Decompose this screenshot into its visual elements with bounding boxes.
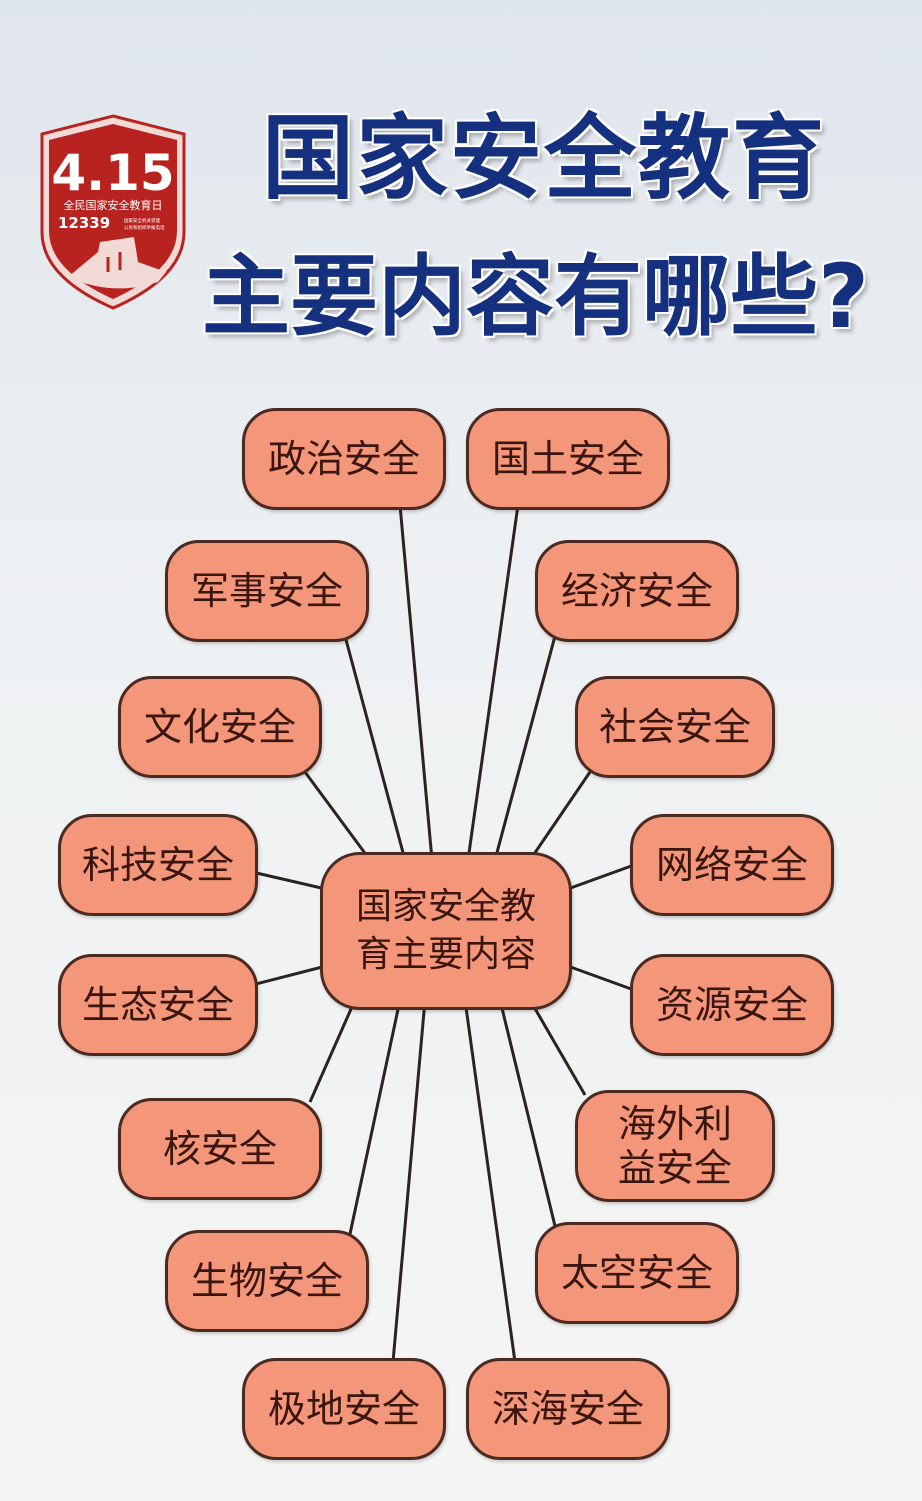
node-label: 太空安全 [560, 1251, 713, 1295]
svg-text:4.15: 4.15 [51, 144, 174, 202]
connector-line [251, 963, 331, 987]
topic-node: 太空安全 [535, 1222, 739, 1324]
connector-line [308, 999, 357, 1103]
node-label: 经济安全 [560, 569, 713, 613]
node-label: 资源安全 [655, 983, 808, 1027]
node-label: 生态安全 [81, 983, 234, 1027]
title-line-2: 主要内容有哪些? [202, 245, 870, 348]
node-label: 社会安全 [598, 705, 751, 749]
connector-line [466, 504, 520, 861]
connector-line [398, 504, 434, 861]
connector-line [463, 999, 517, 1363]
center-node: 国家安全教育主要内容 [320, 852, 572, 1010]
topic-node: 核安全 [118, 1098, 322, 1200]
connector-line [528, 999, 587, 1096]
connector-line [391, 999, 427, 1363]
connector-line [303, 771, 372, 861]
node-label: 海外利益安全 [617, 1102, 732, 1190]
node-label: 文化安全 [143, 705, 296, 749]
title-line-1: 国家安全教育 [262, 105, 827, 212]
connector-line [528, 771, 592, 861]
topic-node: 极地安全 [242, 1358, 446, 1460]
node-label: 核安全 [162, 1127, 277, 1171]
topic-node: 国土安全 [466, 408, 670, 510]
topic-node: 政治安全 [242, 408, 446, 510]
topic-node: 军事安全 [165, 540, 369, 642]
topic-node: 资源安全 [630, 954, 834, 1056]
node-label: 国家安全教育主要内容 [355, 886, 536, 975]
node-label: 政治安全 [267, 437, 420, 481]
connector-line [564, 963, 635, 992]
svg-text:公民和组织举报电话: 公民和组织举报电话 [124, 224, 165, 231]
national-security-day-logo: 4.15 全民国家安全教育日 12339 国家安全机关受理 公民和组织举报电话 [40, 114, 186, 310]
topic-node: 文化安全 [118, 676, 322, 778]
svg-text:国家安全机关受理: 国家安全机关受理 [124, 217, 160, 224]
svg-text:12339: 12339 [58, 214, 110, 232]
topic-node: 网络安全 [630, 814, 834, 916]
node-label: 军事安全 [190, 569, 343, 613]
topic-node: 深海安全 [466, 1358, 670, 1460]
node-label: 科技安全 [81, 843, 234, 887]
node-label: 国土安全 [491, 437, 644, 481]
topic-node: 科技安全 [58, 814, 258, 916]
node-label: 生物安全 [190, 1259, 343, 1303]
topic-node: 生态安全 [58, 954, 258, 1056]
node-label: 极地安全 [267, 1387, 420, 1431]
topic-node: 经济安全 [535, 540, 739, 642]
connector-line [343, 635, 407, 861]
topic-node: 社会安全 [575, 676, 775, 778]
node-label: 网络安全 [655, 843, 808, 887]
svg-text:全民国家安全教育日: 全民国家安全教育日 [64, 198, 163, 212]
node-label: 深海安全 [491, 1387, 644, 1431]
connector-line [564, 863, 635, 892]
connector-line [493, 635, 557, 861]
connector-line [498, 999, 557, 1227]
topic-node: 海外利益安全 [575, 1090, 775, 1202]
connector-line [251, 870, 331, 892]
topic-node: 生物安全 [165, 1230, 369, 1332]
connector-line [348, 999, 402, 1235]
